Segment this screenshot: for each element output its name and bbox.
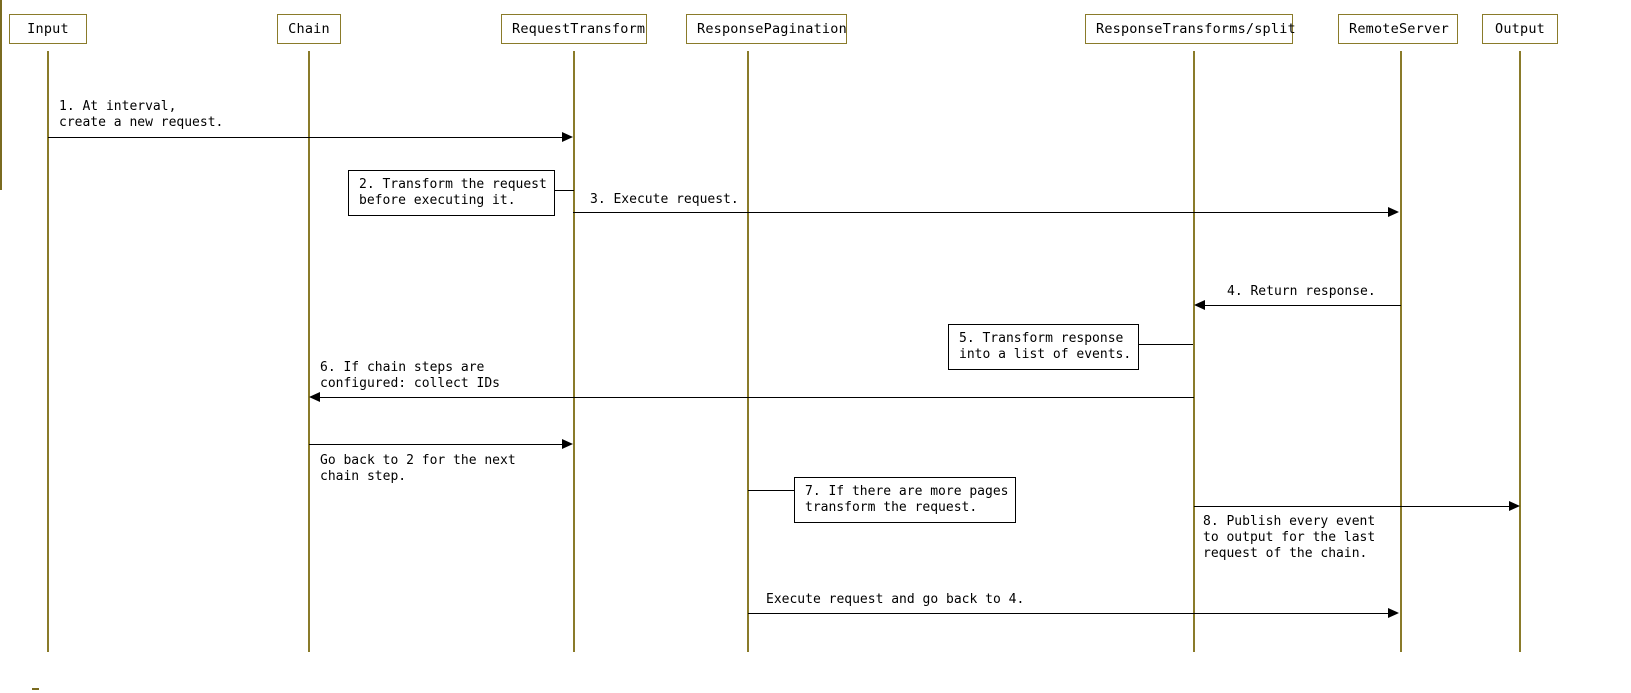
note-7: 7. If there are more pages transform the… [794, 477, 1016, 523]
message-6-line [320, 397, 1194, 398]
participant-response-transforms-split[interactable]: ResponseTransforms/split [1085, 14, 1296, 44]
message-execute-request-go-back-to-4-label: Execute request and go back to 4. [766, 592, 1025, 607]
lifeline-input [47, 51, 49, 652]
message-4-line [1205, 305, 1401, 306]
lifeline-response-pagination [747, 51, 749, 652]
page-edge-mark-top [0, 0, 2, 190]
message-execute-request-go-back-to-4-arrowhead [1388, 608, 1399, 618]
message-6-arrowhead [309, 392, 320, 402]
message-8-line [1194, 506, 1512, 507]
participant-chain[interactable]: Chain [277, 14, 341, 44]
note-5: 5. Transform response into a list of eve… [948, 324, 1139, 370]
message-3-arrowhead [1388, 207, 1399, 217]
participant-remote-server[interactable]: RemoteServer [1338, 14, 1458, 44]
message-execute-request-go-back-to-4-line [748, 613, 1388, 614]
lifeline-chain [308, 51, 310, 652]
message-1-label: 1. At interval, create a new request. [59, 99, 224, 130]
page-edge-mark-bottom [32, 688, 39, 690]
note-5-connector [1139, 344, 1193, 345]
note-2-connector [555, 190, 574, 191]
message-4-label: 4. Return response. [1227, 284, 1376, 299]
lifeline-remote-server [1400, 51, 1402, 652]
participant-output[interactable]: Output [1482, 14, 1558, 44]
lifeline-output [1519, 51, 1521, 652]
lifeline-response-transforms-split [1193, 51, 1195, 652]
message-1-arrowhead [562, 132, 573, 142]
participant-input[interactable]: Input [9, 14, 87, 44]
message-3-line [573, 212, 1388, 213]
message-6-label: 6. If chain steps are configured: collec… [320, 360, 501, 391]
note-2: 2. Transform the request before executin… [348, 170, 555, 216]
lifeline-request-transform [573, 51, 575, 652]
message-go-back-to-2-label: Go back to 2 for the next chain step. [320, 453, 516, 484]
message-go-back-to-2-arrowhead [562, 439, 573, 449]
note-7-connector [748, 490, 794, 491]
message-4-arrowhead [1194, 300, 1205, 310]
participant-response-pagination[interactable]: ResponsePagination [686, 14, 847, 44]
message-1-line [48, 137, 562, 138]
message-3-label: 3. Execute request. [590, 192, 739, 207]
participant-request-transform[interactable]: RequestTransform [501, 14, 647, 44]
message-go-back-to-2-line [309, 444, 562, 445]
message-8-arrowhead [1509, 501, 1520, 511]
message-8-label: 8. Publish every event to output for the… [1203, 514, 1376, 561]
